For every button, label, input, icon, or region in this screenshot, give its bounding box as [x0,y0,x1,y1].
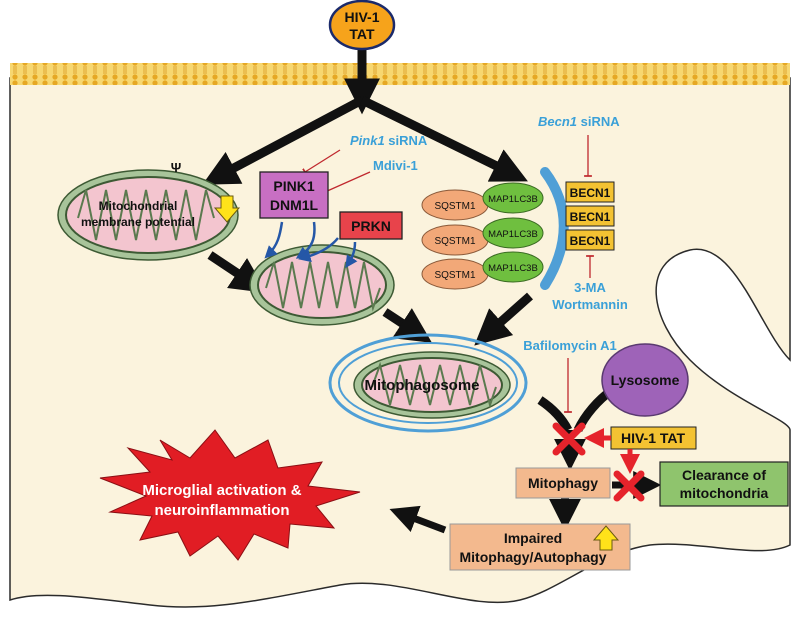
clearance-box [659,461,789,507]
becn1-box-3 [565,229,615,251]
mdivi-label: Mdivi-1 [373,158,418,173]
microglial-line1: Microglial activation & [142,482,301,499]
arrow-mitophagosome-merge [537,396,573,433]
impaired-line1: Impaired [504,530,562,546]
becn1-sirna-label: Becn1 siRNA [538,114,620,129]
hiv-tat-box-label: HIV-1 TAT [621,430,685,446]
map1lc3b-label-3: MAP1LC3B [488,263,538,274]
hiv-tat-line1: HIV-1 [344,9,379,25]
mitophagy-label: Mitophagy [528,475,598,491]
prkn-label: PRKN [351,218,391,234]
inhibit-pink1-sirna [302,149,341,176]
blue-arrow-3 [298,237,339,263]
inhibit-mdivi [322,171,371,196]
red-x-icon-2 [613,470,645,502]
becn1-box-1 [565,181,615,203]
microglial-line2: neuroinflammation [154,502,289,519]
arrow-autophagy-to-mitophagosome [474,292,533,346]
blue-arrow-4 [345,241,358,269]
arrow-to-mito [202,96,365,185]
red-x-icon [552,422,586,456]
becn1-box-2 [565,205,615,227]
lysosome [601,343,689,417]
becn1-label-3: BECN1 [570,234,611,248]
arrow-to-microglial [389,505,447,534]
becn1-label-2: BECN1 [570,210,611,224]
clearance-line1: Clearance of [682,467,766,483]
pink1-sirna-label: Pink1 siRNA [350,133,428,148]
hiv-tat-line2: TAT [349,26,375,42]
down-arrow-icon [213,195,241,223]
mitophagosome-label: Mitophagosome [365,377,480,394]
arrow-mito2-to-mitophagosome [382,308,433,343]
prkn-box [339,211,403,240]
mitophagosome [328,333,528,433]
wortmannin-label: Wortmannin [552,297,628,312]
hiv-tat-oval [328,0,396,51]
pink1-label: PINK1 [273,178,314,194]
pink1-dnm1l-box [259,171,329,219]
dnm1l-label: DNM1L [270,197,319,213]
mito-potential-line1: Mitochondrial [99,199,178,213]
lysosome-label: Lysosome [611,372,680,388]
becn1-label-1: BECN1 [570,186,611,200]
arrow-mito-to-mito2 [207,251,267,293]
phagophore-membrane [540,167,569,290]
map1lc3b-label-1: MAP1LC3B [488,194,538,205]
mitochondrion-1 [57,169,239,261]
cell-membrane [10,63,790,85]
up-arrow-icon [592,525,620,551]
sqstm1-map1lc3b-complex [421,182,544,290]
mitophagy-box [515,467,611,499]
clearance-line2: mitochondria [680,485,769,501]
starburst-shape [99,429,361,561]
blue-arrow-1 [264,221,284,259]
psi-symbol: Ψ [171,160,182,175]
sqstm1-label-2: SQSTM1 [434,236,476,247]
map1lc3b-label-2: MAP1LC3B [488,229,538,240]
sqstm1-label-3: SQSTM1 [434,270,476,281]
sqstm1-label-1: SQSTM1 [434,201,476,212]
3ma-label: 3-MA [574,280,606,295]
bafilomycin-label: Bafilomycin A1 [523,338,616,353]
impaired-line2: Mitophagy/Autophagy [460,549,607,565]
mitochondrion-2 [249,244,395,326]
mito-potential-line2: membrane potential [81,215,195,229]
arrow-to-autophagy [360,95,528,182]
